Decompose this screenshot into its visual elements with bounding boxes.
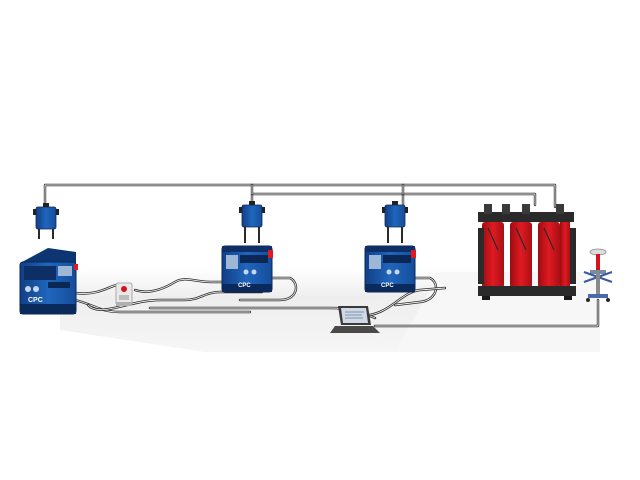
hand-control-box <box>115 282 133 306</box>
upper-cable-bus <box>43 183 557 215</box>
cpc-1-label: CPC <box>28 297 43 304</box>
cpc-device-2: CPC <box>221 245 273 293</box>
cpc-device-3: CPC <box>364 245 416 293</box>
voltage-divider-stand <box>583 248 613 302</box>
cpc-3-label: CPC <box>381 283 394 289</box>
power-transformer <box>478 204 576 300</box>
laptop <box>330 306 380 333</box>
cpc-device-1: CPC <box>19 248 78 315</box>
junction-box-1 <box>33 203 59 239</box>
junction-box-3 <box>382 201 408 243</box>
cpc-2-label: CPC <box>238 283 251 289</box>
junction-box-2 <box>239 201 265 243</box>
